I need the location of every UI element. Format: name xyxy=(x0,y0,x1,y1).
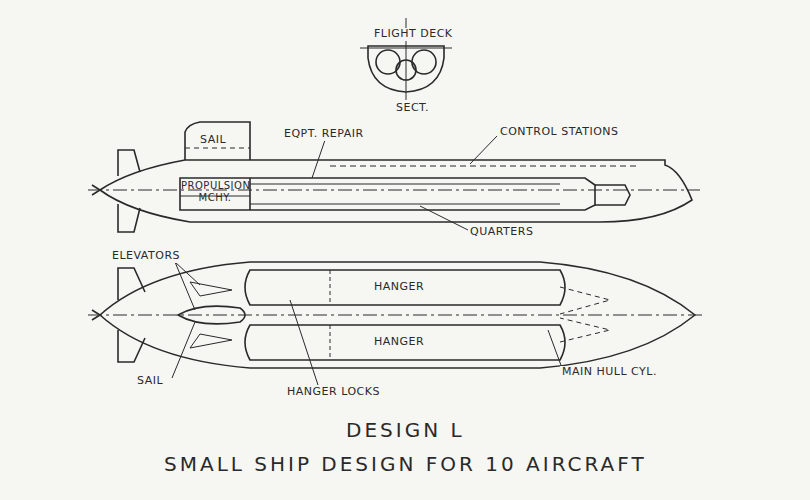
part-label: QUARTERS xyxy=(468,226,535,239)
part-label: HANGER LOCKS xyxy=(285,386,382,399)
sail-label: SAIL xyxy=(198,134,228,147)
hangar-label: HANGER xyxy=(372,336,426,349)
part-label: MAIN HULL CYL. xyxy=(560,366,659,379)
sail-label: SAIL xyxy=(135,375,165,388)
flight-deck-label: FLIGHT DECK xyxy=(372,28,455,41)
drawing-title: DESIGN L xyxy=(346,418,465,442)
part-label: EQPT. REPAIR xyxy=(282,128,366,141)
compartment-label: PROPULSION MCHY. xyxy=(179,180,251,203)
hangar-label: HANGER xyxy=(372,281,426,294)
drawing-caption: SMALL SHIP DESIGN FOR 10 AIRCRAFT xyxy=(164,452,647,476)
part-label: ELEVATORS xyxy=(110,250,182,263)
part-label: CONTROL STATIONS xyxy=(498,126,621,139)
section-label: SECT. xyxy=(394,102,431,115)
